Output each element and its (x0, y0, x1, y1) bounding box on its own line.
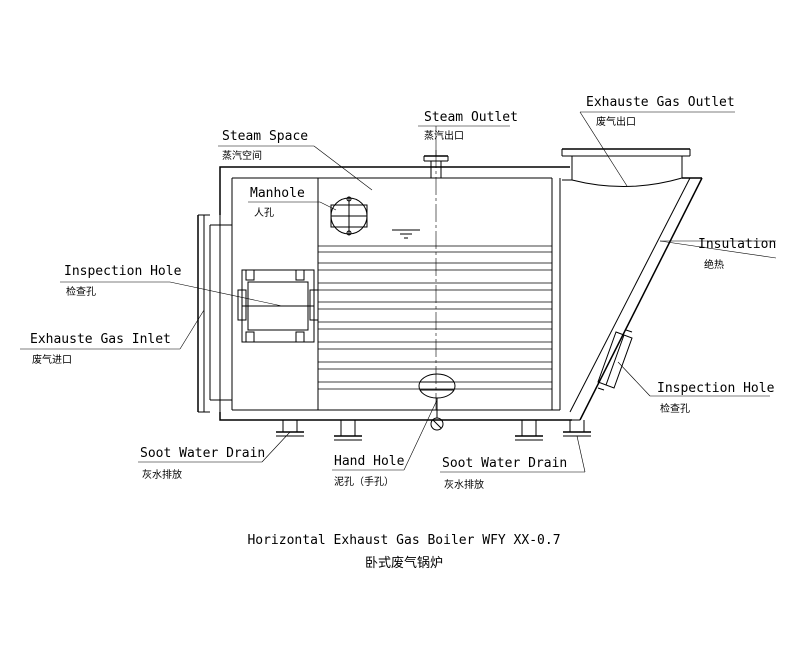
exhaust-gas-inlet-label: Exhauste Gas Inlet (30, 332, 171, 347)
soot-water-drain-left-label-cn: 灰水排放 (142, 468, 182, 481)
title-en: Horizontal Exhaust Gas Boiler WFY XX-0.7 (247, 533, 560, 548)
insulation-label-cn: 绝热 (704, 258, 724, 271)
hand-hole-label: Hand Hole (334, 454, 405, 469)
drain-nozzle-3 (515, 420, 543, 441)
hand-hole-label-cn: 泥孔（手孔） (334, 475, 394, 488)
manhole-label: Manhole (250, 186, 305, 201)
manhole-label-cn: 人孔 (254, 207, 274, 219)
inspection-hole-right-label: Inspection Hole (657, 381, 775, 396)
inspection-hole-right-label-cn: 检查孔 (660, 402, 690, 415)
tube-bank (317, 150, 552, 410)
drain-nozzle-2 (334, 420, 362, 441)
inlet-duct (197, 214, 232, 413)
manhole (330, 196, 368, 236)
drain-nozzle-1 (276, 420, 304, 437)
drain-nozzle-4 (563, 420, 591, 437)
exhaust-gas-outlet-label: Exhauste Gas Outlet (586, 95, 735, 110)
steam-outlet-label-cn: 蒸汽出口 (424, 129, 464, 142)
steam-space-label-cn: 蒸汽空间 (222, 149, 262, 162)
drain-nozzles (276, 420, 591, 441)
leader-lines (20, 111, 777, 473)
exhaust-gas-outlet-label-cn: 废气出口 (596, 115, 636, 128)
steam-space-label: Steam Space (222, 129, 308, 144)
inspection-hole-left-label: Inspection Hole (64, 264, 182, 279)
drawing-title: Horizontal Exhaust Gas Boiler WFY XX-0.7… (247, 533, 560, 571)
insulation-label: Insulation (698, 237, 776, 252)
soot-water-drain-right-label-cn: 灰水排放 (444, 478, 484, 491)
outlet-duct (559, 148, 703, 421)
soot-water-drain-left-label: Soot Water Drain (140, 446, 265, 461)
inspection-hole-left (237, 269, 319, 343)
soot-water-drain-right-label: Soot Water Drain (442, 456, 567, 471)
title-cn: 卧式废气锅炉 (365, 555, 443, 571)
inspection-hole-right (597, 329, 633, 391)
inspection-hole-left-label-cn: 检查孔 (66, 285, 96, 298)
exhaust-gas-inlet-label-cn: 废气进口 (32, 353, 72, 366)
steam-outlet-label: Steam Outlet (424, 110, 518, 125)
hand-hole (418, 373, 456, 431)
labels: Steam Outlet 蒸汽出口 Exhauste Gas Outlet 废气… (30, 95, 776, 491)
